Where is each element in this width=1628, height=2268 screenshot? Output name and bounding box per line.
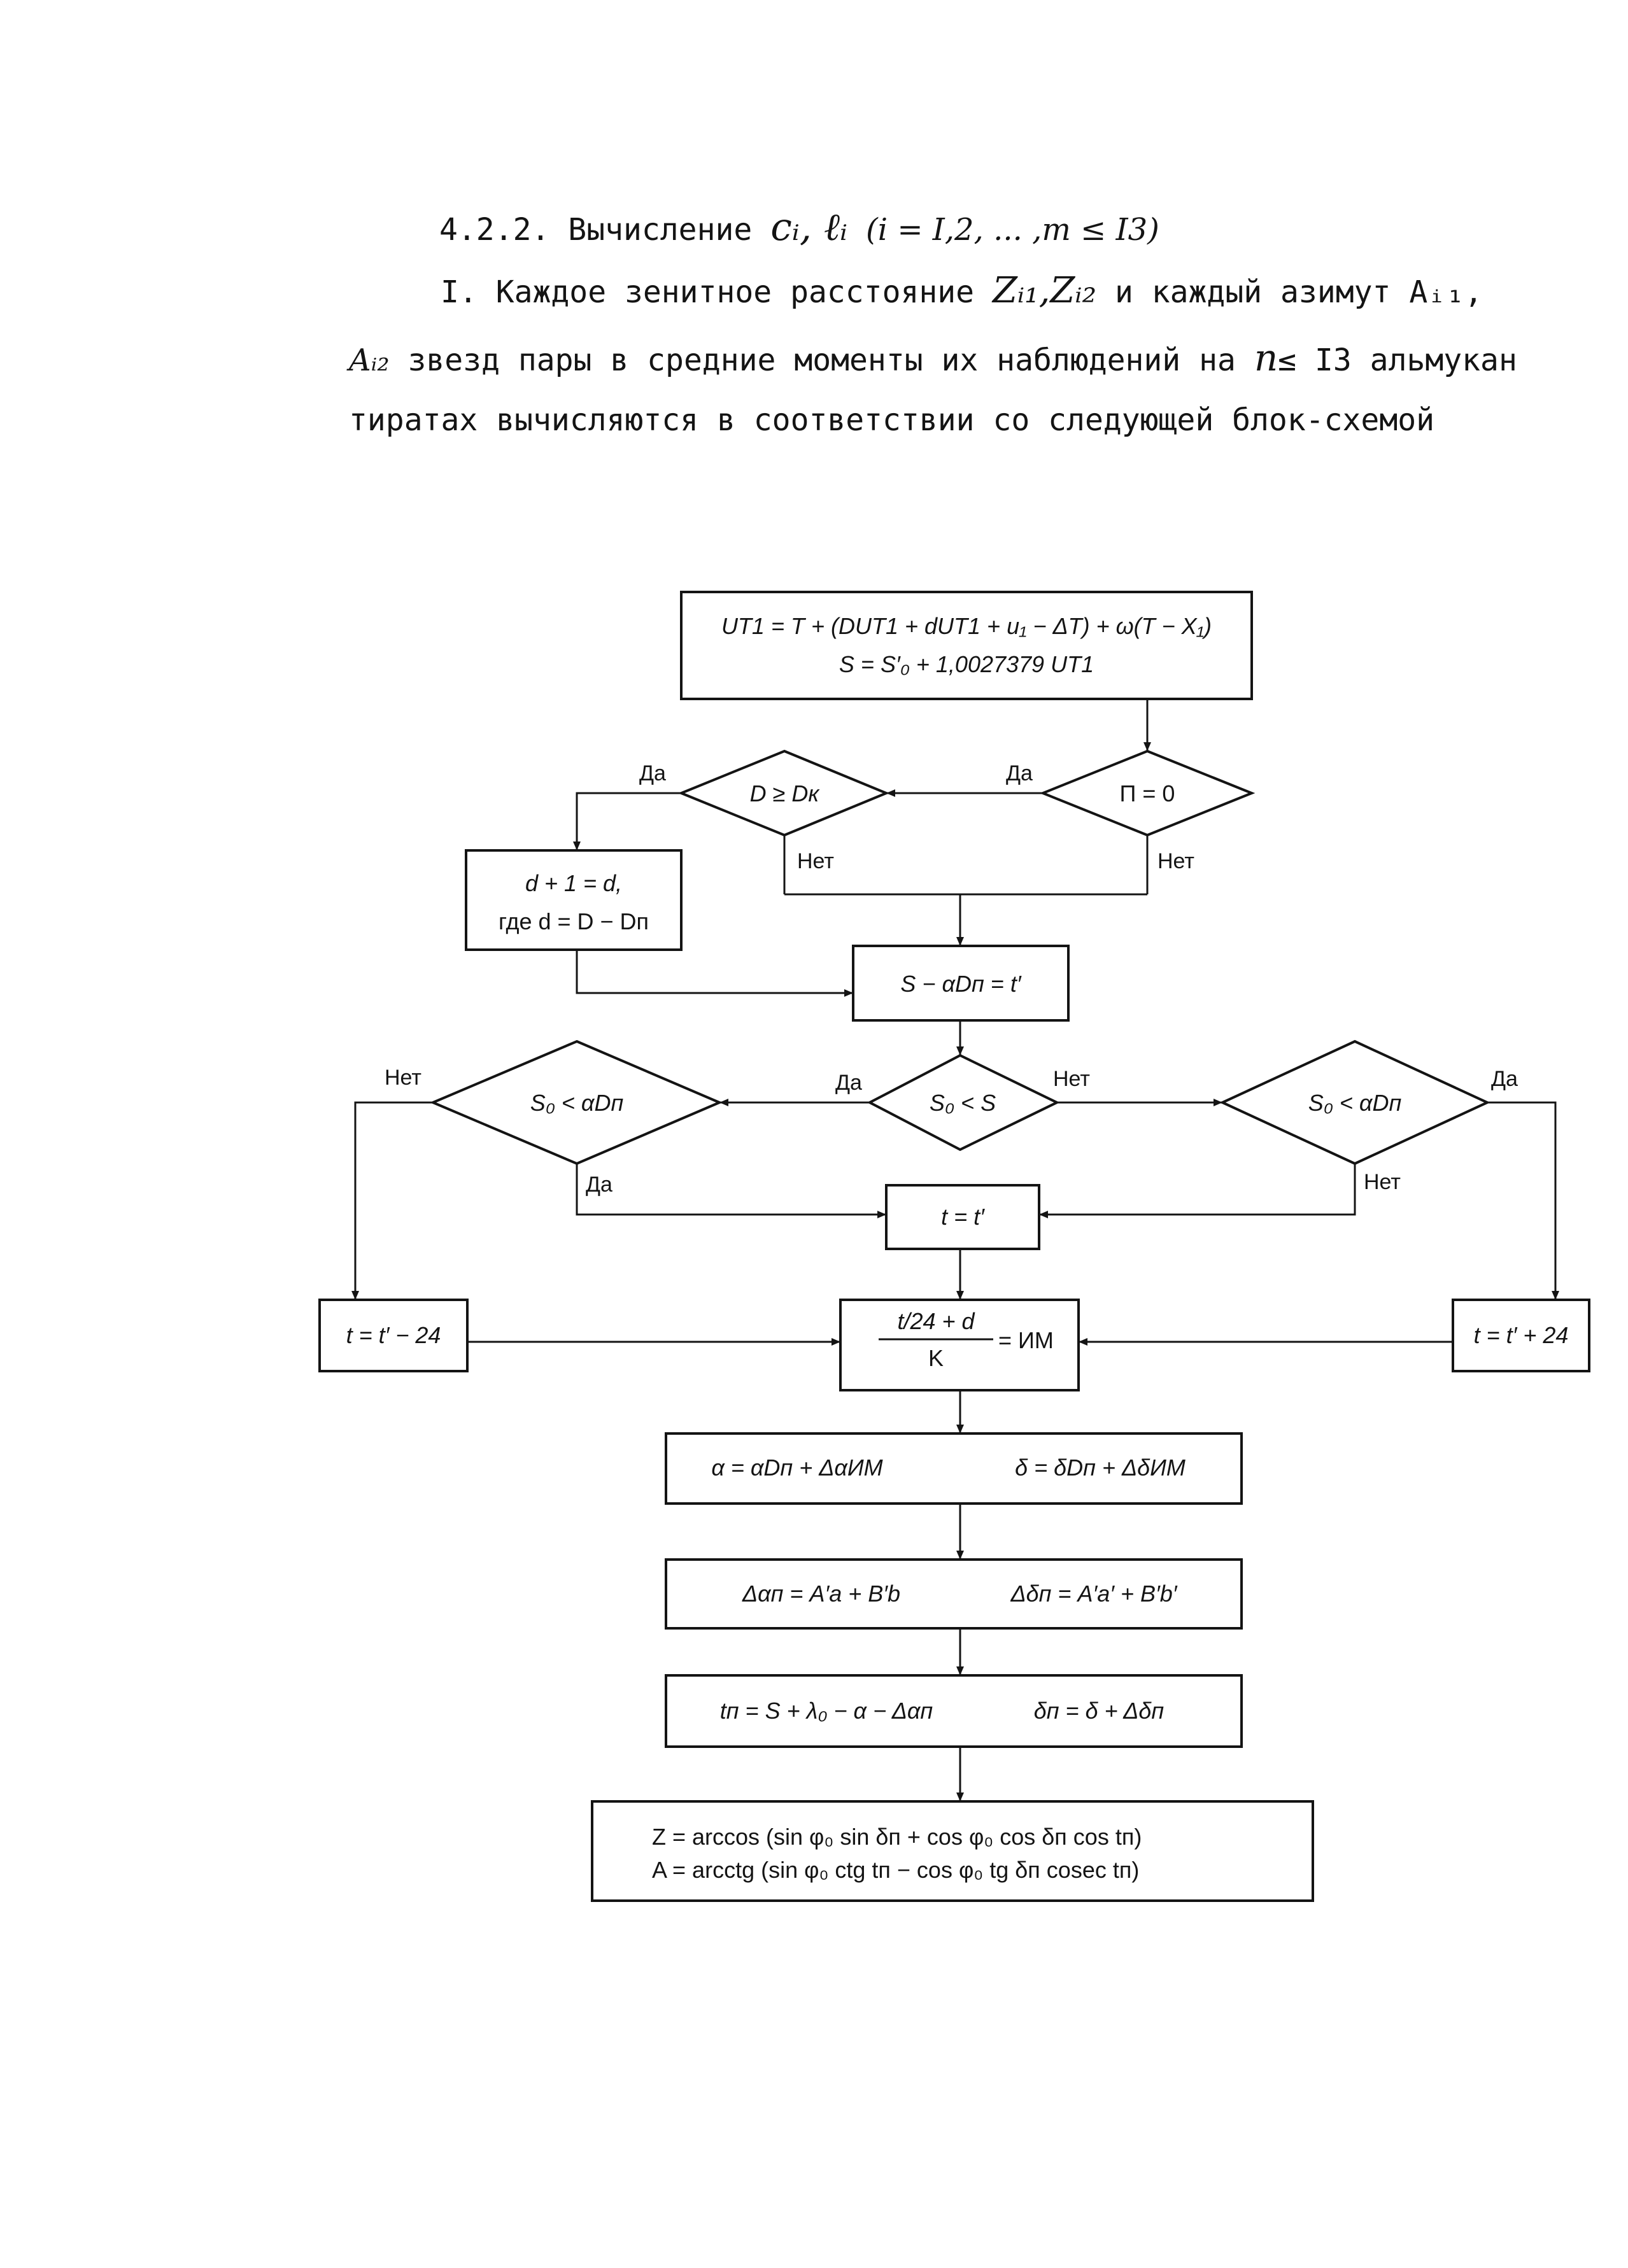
para1-start: I. Каждое зенитное расстояние xyxy=(441,274,975,310)
decision-right: S₀ < αDп Да Нет xyxy=(1219,1039,1518,1194)
para2-end: ≤ I3 альмукан xyxy=(1278,342,1517,378)
decision-right-yes: Да xyxy=(1491,1067,1518,1091)
decision-dk-no: Нет xyxy=(797,849,834,873)
para3: тиратах вычисляются в соответствии со сл… xyxy=(349,402,1435,438)
hour-angle-box: S − αDп = t′ xyxy=(852,945,1070,1022)
ddelta-formula: Δδп = A′a′ + B′b′ xyxy=(1010,1581,1177,1607)
decision-s0-s-yes: Да xyxy=(835,1071,862,1095)
dalpha-formula: Δαп = A′a + B′b xyxy=(742,1581,900,1607)
heading-number: 4.2.2. Вычисление xyxy=(439,212,753,248)
t-minus-text: t = t′ − 24 xyxy=(346,1322,441,1348)
tn-formula: tп = S + λ₀ − α − Δαп xyxy=(720,1698,933,1724)
t-equals-box: t = t′ xyxy=(885,1184,1040,1250)
ut1-formula: UT1 = T + (DUT1 + dUT1 + u₁ − ΔT) + ω(T … xyxy=(721,613,1212,639)
decision-right-text: S₀ < αDп xyxy=(1308,1090,1402,1116)
interp-numerator: t/24 + d xyxy=(897,1308,975,1334)
para1-z: Zᵢ₁,Zᵢ₂ xyxy=(992,270,1097,311)
t-equals-text: t = t′ xyxy=(941,1204,985,1230)
decision-s0-s-text: S₀ < S xyxy=(930,1090,996,1116)
hour-angle-text: S − αDп = t′ xyxy=(900,971,1021,997)
heading-range: (i = I,2, ... ,m ≤ I3) xyxy=(865,212,1159,248)
delta-formula: δ = δDп + ΔδИМ xyxy=(1015,1454,1186,1481)
decision-right-no: Нет xyxy=(1364,1170,1401,1194)
d-increment-text: d + 1 = d, xyxy=(525,870,622,896)
d-definition-text: где d = D − Dп xyxy=(499,908,649,934)
sidereal-formula: S = S′₀ + 1,0027379 UT1 xyxy=(839,651,1094,677)
para2-a: Aᵢ₂ xyxy=(349,342,390,378)
decision-n0-text: П = 0 xyxy=(1120,780,1175,806)
paragraph-line-2: Aᵢ₂ звезд пары в средние моменты их набл… xyxy=(349,336,1517,379)
decision-s0-s: S₀ < S Да Нет xyxy=(835,1053,1090,1152)
interp-denominator: K xyxy=(928,1345,944,1371)
decision-left-no: Нет xyxy=(385,1066,421,1090)
dn-formula: δп = δ + Δδп xyxy=(1034,1698,1164,1724)
decision-left-text: S₀ < αDп xyxy=(530,1090,624,1116)
azimuth-formula: A = arcctg (sin φ₀ ctg tп − cos φ₀ tg δп… xyxy=(652,1857,1139,1883)
decision-s0-s-no: Нет xyxy=(1053,1067,1090,1091)
connectors xyxy=(351,699,1559,1801)
decision-left-yes: Да xyxy=(586,1173,612,1197)
decision-n0: П = 0 Да Нет xyxy=(1006,749,1256,873)
decision-dk-text: D ≥ Dк xyxy=(750,780,821,806)
zenith-formula: Z = arccos (sin φ₀ sin δп + cos φ₀ cos δ… xyxy=(652,1824,1142,1850)
zenith-azimuth-box: Z = arccos (sin φ₀ sin δп + cos φ₀ cos δ… xyxy=(591,1800,1314,1902)
t-plus-text: t = t′ + 24 xyxy=(1474,1322,1569,1348)
corrections-box: Δαп = A′a + B′b Δδп = A′a′ + B′b′ xyxy=(665,1558,1243,1630)
heading-math: cᵢ, ℓᵢ xyxy=(770,205,848,250)
paragraph-line-1: I. Каждое зенитное расстояние Zᵢ₁,Zᵢ₂ и … xyxy=(441,270,1483,311)
ut1-box: UT1 = T + (DUT1 + dUT1 + u₁ − ΔT) + ω(T … xyxy=(680,591,1253,700)
decision-dk: D ≥ Dк Да Нет xyxy=(639,749,890,873)
d-increment-box: d + 1 = d, где d = D − Dп xyxy=(465,849,683,951)
interp-moment-box: t/24 + d K = ИМ xyxy=(839,1299,1080,1391)
paragraph-line-3: тиратах вычисляются в соответствии со сл… xyxy=(349,402,1434,438)
alpha-delta-box: α = αDп + ΔαИМ δ = δDп + ΔδИМ xyxy=(665,1432,1243,1505)
alpha-formula: α = αDп + ΔαИМ xyxy=(711,1454,882,1481)
apparent-box: tп = S + λ₀ − α − Δαп δп = δ + Δδп xyxy=(665,1674,1243,1748)
para2-n: n xyxy=(1254,336,1278,379)
section-heading: 4.2.2. Вычисление cᵢ, ℓᵢ (i = I,2, ... ,… xyxy=(439,205,1159,250)
t-minus-box: t = t′ − 24 xyxy=(318,1299,469,1372)
decision-dk-yes: Да xyxy=(639,761,666,785)
para2-mid: звезд пары в средние моменты их наблюден… xyxy=(407,342,1236,378)
interp-result: = ИМ xyxy=(998,1327,1054,1353)
t-plus-box: t = t′ + 24 xyxy=(1452,1299,1590,1372)
para1-end: и каждый азимут Aᵢ₁, xyxy=(1114,274,1483,310)
decision-n0-yes: Да xyxy=(1006,761,1033,785)
decision-left: S₀ < αDп Нет Да xyxy=(385,1039,723,1197)
decision-n0-no: Нет xyxy=(1157,849,1194,873)
